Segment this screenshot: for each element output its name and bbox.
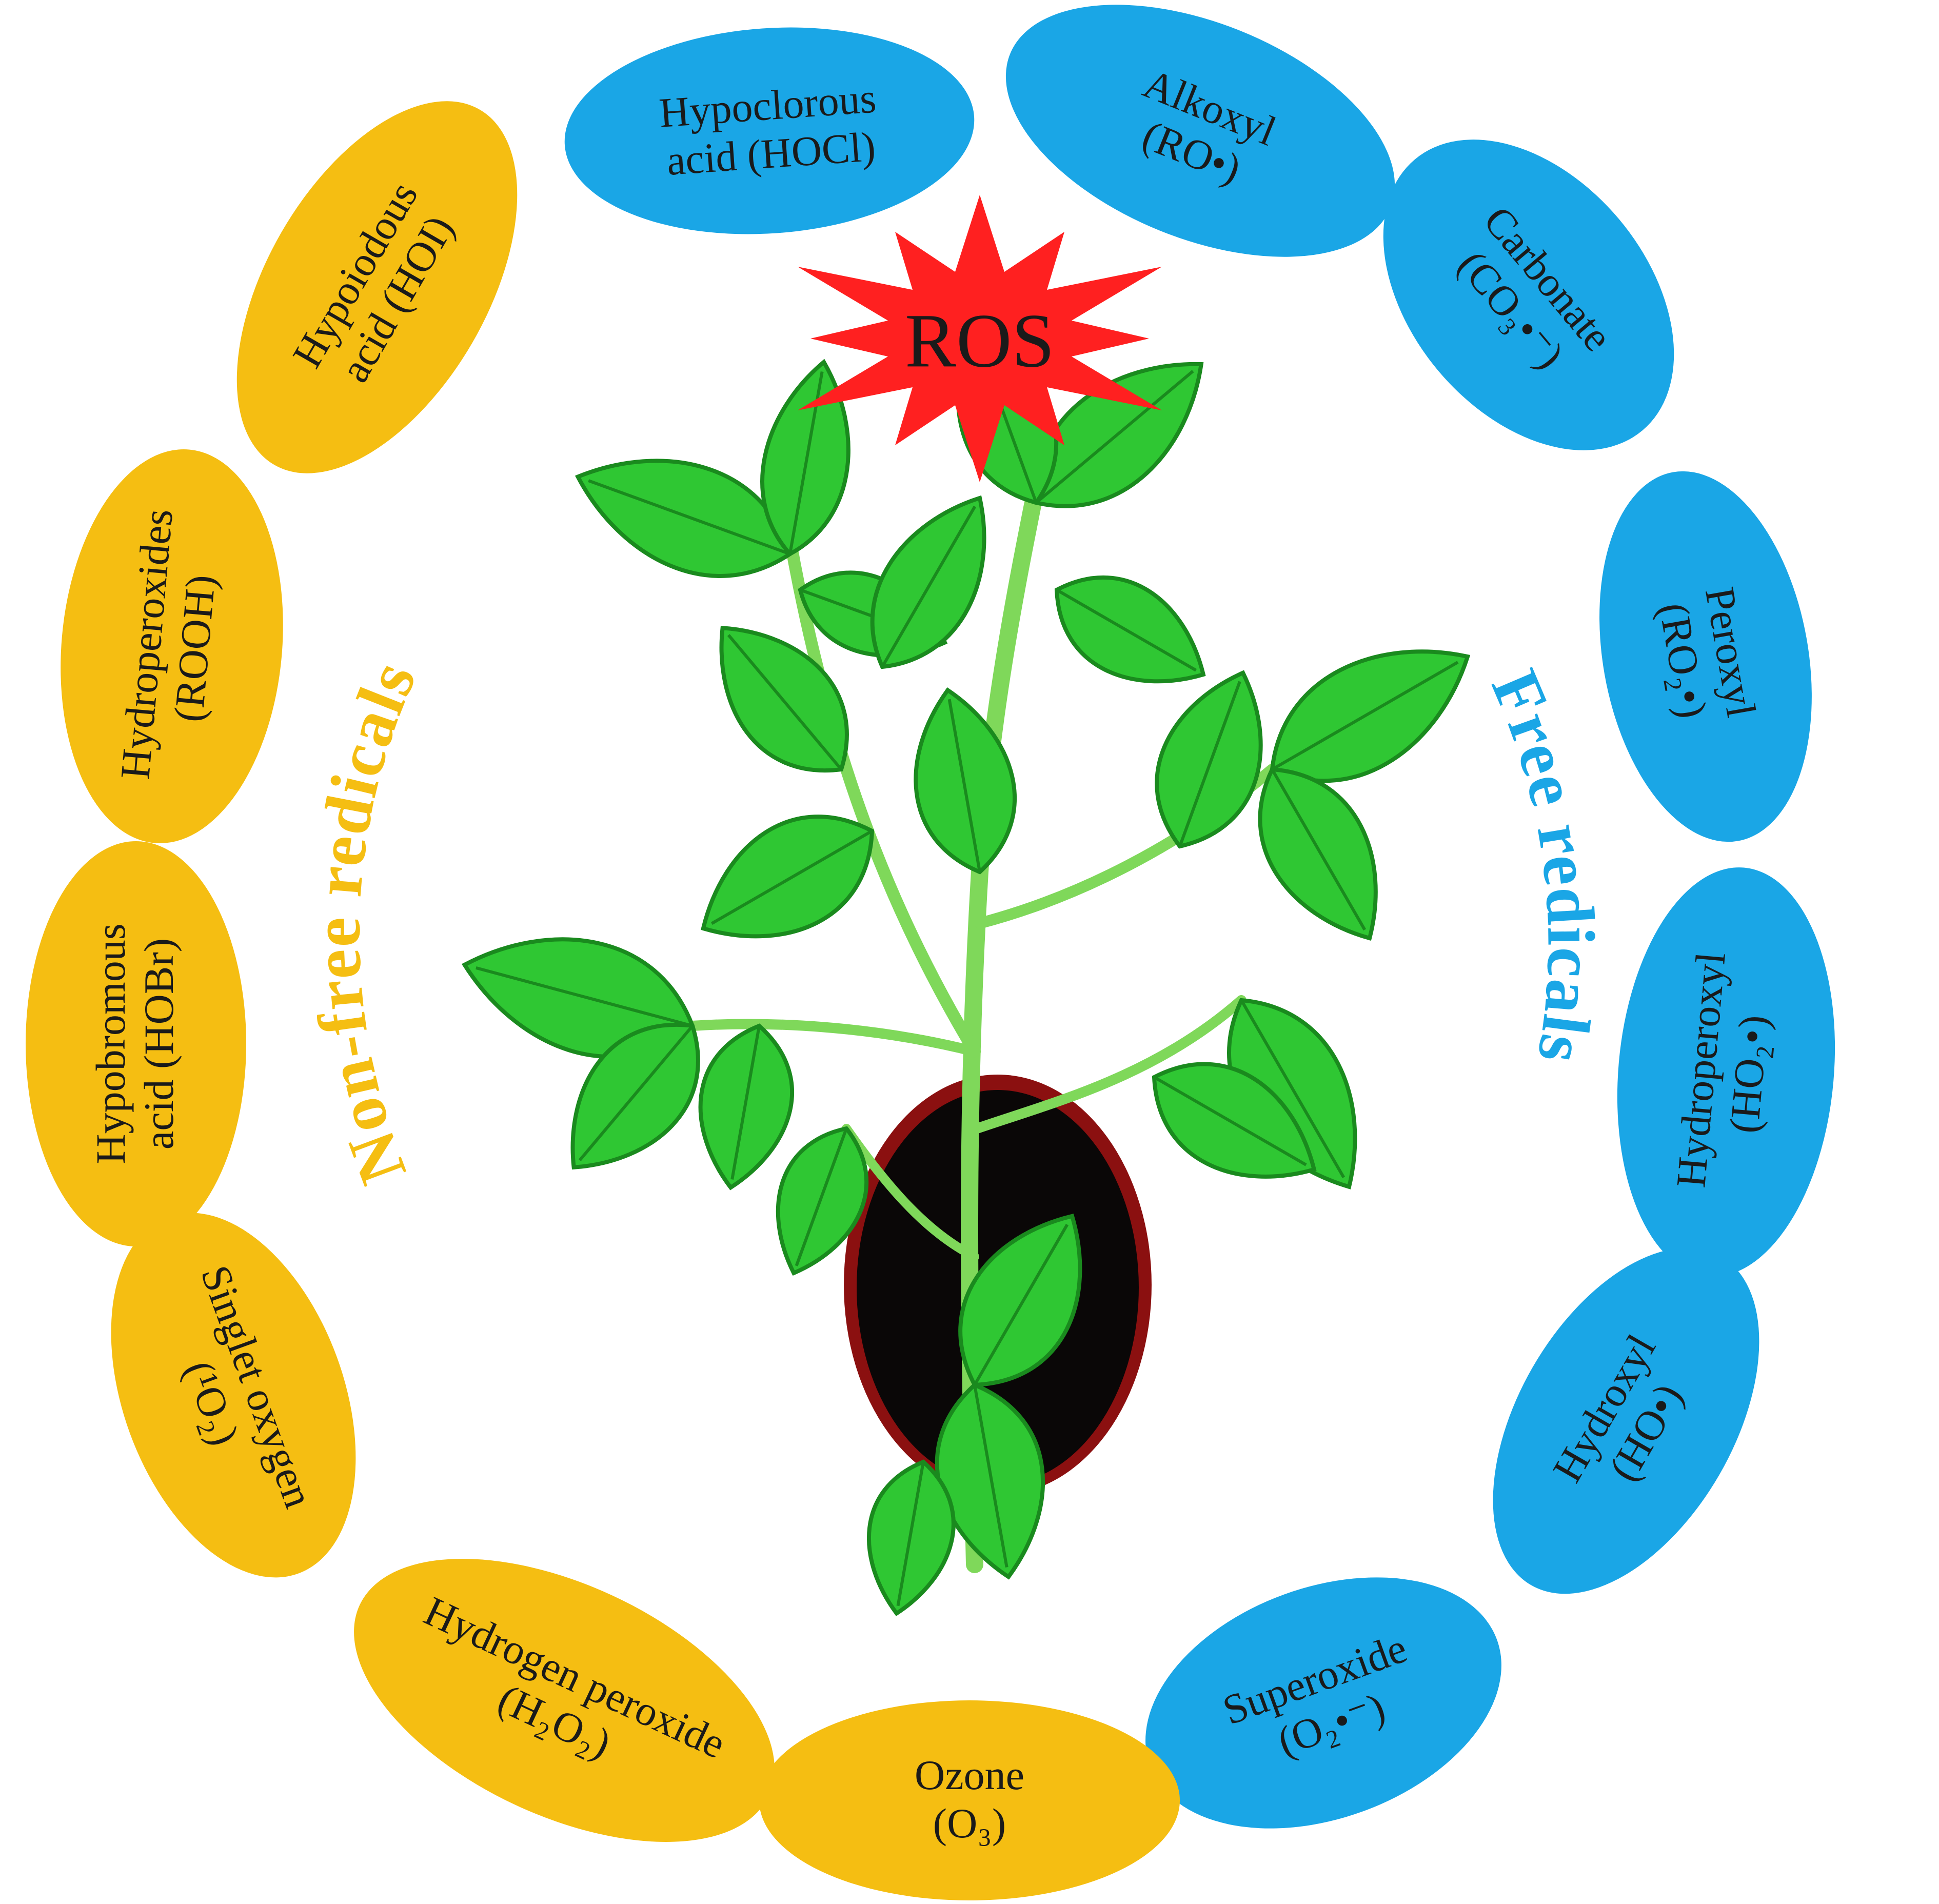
- ros-star-burst: [798, 195, 1162, 482]
- species-oval: Hypoiodousacid (HOI): [236, 101, 518, 473]
- species-label: Hypobromousacid (HOBr): [87, 923, 182, 1164]
- plant-leaf: [575, 459, 793, 578]
- species-oval: Singlet oxygen(¹O₂): [111, 1213, 356, 1578]
- plant-leaf: [701, 815, 875, 939]
- leaf-vein: [881, 505, 977, 668]
- free-radicals-label: Free redicals: [1477, 660, 1609, 1069]
- species-formula: (O₃): [933, 1800, 1006, 1847]
- leaf-vein: [795, 1127, 848, 1266]
- species-oval: Hypoclorousacid (HOCl): [564, 27, 975, 234]
- leaf-vein: [973, 1384, 1008, 1568]
- species-name: Hypobromous: [87, 923, 134, 1164]
- species-oval: Peroxyl(RO₂•): [1599, 471, 1812, 842]
- leaf-vein: [710, 829, 873, 925]
- non-free-radicals-label: Non-free redicals: [299, 649, 430, 1194]
- tomato-plant-illustration: [461, 326, 1471, 1616]
- leaf-vein: [476, 966, 693, 1027]
- non-free-radicals-text: Non-free redicals: [299, 649, 429, 1194]
- ros-label: ROS: [905, 298, 1055, 383]
- plant-leaf: [935, 1382, 1045, 1580]
- species-oval: Hydrogen peroxide(H₂O₂): [354, 1559, 775, 1842]
- species-oval: Hydroxyl(HO•): [1493, 1247, 1759, 1594]
- leaf-vein: [947, 699, 981, 872]
- leaf-vein: [588, 479, 791, 556]
- species-oval-shape: [1599, 471, 1812, 842]
- species-oval-shape: [26, 841, 246, 1246]
- species-oval: Hypobromousacid (HOBr): [26, 841, 246, 1246]
- plant-stem: [972, 995, 1246, 1134]
- species-oval-shape: [1383, 140, 1674, 450]
- leaf-vein: [896, 1461, 925, 1607]
- species-oval: Ozone(O₃): [759, 1700, 1180, 1900]
- species-oval-shape: [1493, 1247, 1759, 1594]
- species-ring: Hypoclorousacid (HOCl) Alkoxyl(RO•)Carbon…: [26, 5, 1835, 1900]
- species-oval-shape: [61, 449, 283, 843]
- leaf-vein: [1178, 681, 1241, 847]
- plant-leaf: [958, 1214, 1082, 1387]
- species-oval: Hydroperoxyl(HO₂•): [1617, 867, 1835, 1277]
- species-oval-shape: [236, 101, 518, 473]
- species-oval-shape: [1005, 5, 1395, 257]
- species-formula: (HO₂•): [1720, 1013, 1777, 1135]
- leaf-vein: [1271, 661, 1459, 771]
- leaf-vein: [1240, 999, 1346, 1179]
- plant-leaf: [776, 1126, 869, 1276]
- species-oval: Hydroperoxides(ROOH): [61, 449, 283, 843]
- species-label: Ozone(O₃): [915, 1752, 1024, 1847]
- free-radicals-text: Free redicals: [1477, 660, 1608, 1069]
- leaf-vein: [578, 1025, 694, 1161]
- leaf-vein: [1056, 588, 1197, 672]
- ros-burst: ROS: [798, 195, 1162, 482]
- leaf-vein: [1153, 1076, 1307, 1166]
- species-oval: Carbonate(CO₃•⁻): [1383, 140, 1674, 450]
- species-name: Ozone: [915, 1752, 1024, 1798]
- species-formula: acid (HOBr): [135, 938, 182, 1149]
- species-oval-shape: [111, 1213, 356, 1578]
- species-oval-shape: [354, 1559, 775, 1842]
- leaf-vein: [730, 1025, 761, 1180]
- plant-leaf: [1054, 575, 1206, 684]
- species-label: Hypoclorousacid (HOCl): [658, 74, 881, 184]
- species-oval-shape: [1145, 1577, 1501, 1829]
- species-oval: Alkoxyl(RO•): [1005, 5, 1395, 257]
- species-oval-shape: [1617, 867, 1835, 1277]
- plant-stem: [687, 1019, 980, 1057]
- leaf-vein: [727, 634, 843, 770]
- species-oval-shape: [564, 27, 975, 234]
- plant-leaf: [1155, 670, 1263, 849]
- leaf-vein: [1271, 768, 1367, 931]
- plant-leaf: [1152, 1062, 1317, 1179]
- species-oval: Superoxide(O₂•⁻): [1145, 1577, 1501, 1829]
- leaf-vein: [973, 1223, 1069, 1386]
- species-oval-shape: [759, 1700, 1180, 1900]
- leaf-vein: [1035, 370, 1194, 504]
